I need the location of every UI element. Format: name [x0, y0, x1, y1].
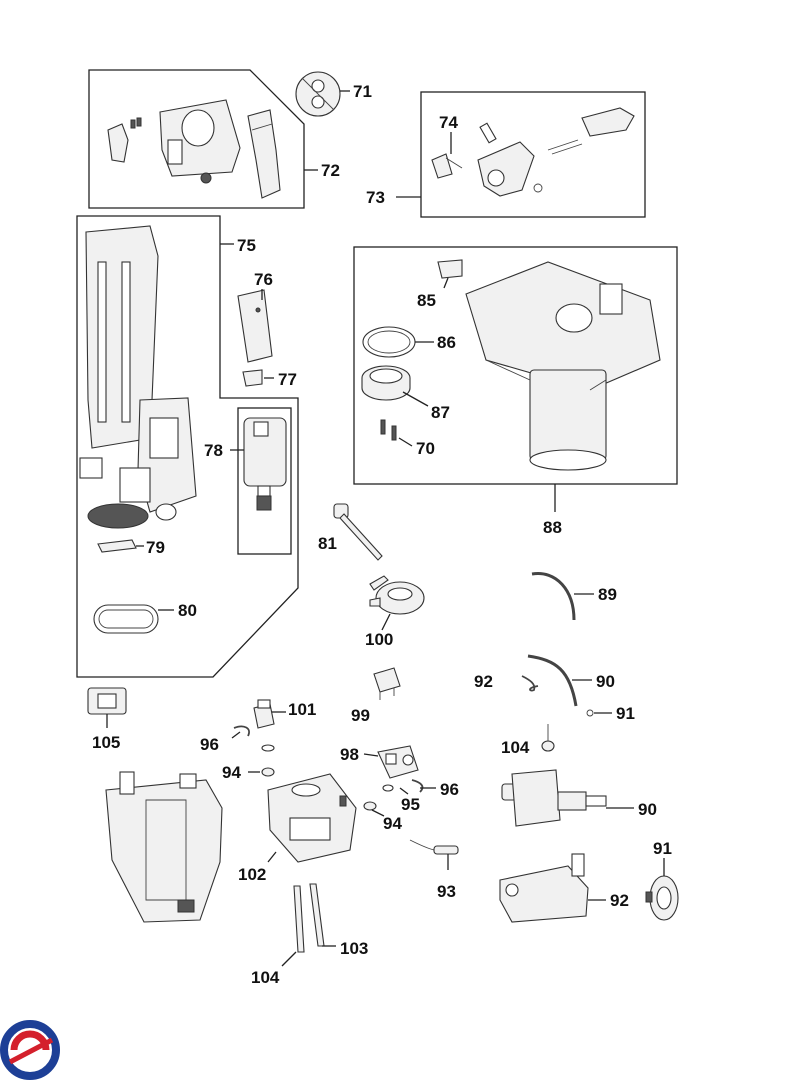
- callout-96-right: 96: [440, 780, 459, 799]
- part-72-housing: [159, 99, 241, 184]
- part-95-washer: [382, 784, 394, 792]
- callout-100: 101: [288, 700, 316, 719]
- part-94-seal-left: [261, 767, 275, 777]
- part-71-disc: [295, 71, 341, 117]
- part-80-belt: [93, 604, 159, 634]
- part-94-seal-right: [363, 801, 377, 811]
- callout-71: 71: [353, 82, 372, 101]
- group-box-85: [353, 246, 678, 485]
- callout-89: 92: [474, 672, 493, 691]
- part-85-brew-unit: [465, 261, 661, 471]
- callout-86: 89: [598, 585, 617, 604]
- callout-80: 80: [178, 601, 197, 620]
- part-77-clip: [242, 369, 263, 387]
- callout-90-label: 90: [638, 800, 657, 819]
- part-water-tank: [105, 771, 223, 923]
- callout-77: 77: [278, 370, 297, 389]
- callout-91: 91: [653, 839, 672, 858]
- part-89-clip: [521, 675, 539, 692]
- callout-96-left: 96: [200, 735, 219, 754]
- part-93-sensor-probe: [409, 839, 459, 855]
- part-78-motor: [243, 417, 287, 511]
- part-75-frame: [79, 225, 197, 529]
- callout-99: 100: [365, 630, 393, 649]
- group-box-78: [237, 407, 292, 555]
- callout-102: 102: [238, 865, 266, 884]
- callout-98: 99: [351, 706, 370, 725]
- part-82-clip: [437, 259, 463, 279]
- callout-94-right: 94: [383, 814, 402, 833]
- part-74-knob: [431, 153, 463, 179]
- callout-93: 93: [437, 882, 456, 901]
- callout-88: 91: [616, 704, 635, 723]
- callout-94-left: 94: [222, 763, 241, 782]
- part-101-fuse: [541, 724, 555, 752]
- callout-70: 70: [416, 439, 435, 458]
- group-box-75: [76, 215, 299, 678]
- callout-95: 95: [401, 795, 420, 814]
- part-94-washer-left: [261, 744, 275, 752]
- callout-85: 88: [543, 518, 562, 537]
- part-72-clips: [107, 117, 142, 163]
- part-86-hose: [531, 572, 576, 621]
- callout-105: 105: [92, 733, 120, 752]
- part-90-pump: [501, 769, 607, 827]
- part-83-ring: [362, 326, 416, 358]
- part-79-strip: [97, 539, 137, 553]
- part-105-bracket: [87, 687, 127, 715]
- part-104-rod: [293, 885, 305, 953]
- part-99-valve: [369, 575, 425, 615]
- part-76-plate: [237, 289, 273, 363]
- callout-83: 86: [437, 333, 456, 352]
- part-70-screws: [380, 419, 397, 441]
- callout-73: 73: [366, 188, 385, 207]
- callout-87: 90: [596, 672, 615, 691]
- callout-101: 104: [501, 738, 530, 757]
- part-84-filter: [361, 365, 411, 401]
- part-87-tube: [527, 654, 578, 707]
- part-72-handle: [247, 109, 281, 199]
- part-96-clip-right: [411, 779, 424, 793]
- part-96-clip-left: [233, 725, 250, 737]
- callout-72: 72: [321, 161, 340, 180]
- brand-logo: [0, 1020, 60, 1080]
- part-73-lever: [477, 107, 635, 197]
- callout-79: 79: [146, 538, 165, 557]
- part-81-rod: [333, 503, 383, 561]
- part-102-boiler: [267, 773, 357, 863]
- part-91-nut: [645, 875, 679, 921]
- callout-78: 78: [204, 441, 223, 460]
- group-box-73: [420, 91, 646, 218]
- callout-97: 98: [340, 745, 359, 764]
- callout-104: 104: [251, 968, 280, 987]
- callout-103: 103: [340, 939, 368, 958]
- part-97-valve-block: [377, 745, 419, 779]
- group-box-72: [88, 69, 305, 209]
- part-100-fitting: [253, 699, 275, 729]
- part-92-bracket: [499, 853, 589, 923]
- callout-75: 75: [237, 236, 256, 255]
- callout-76: 76: [254, 270, 273, 289]
- callout-92-label: 92: [610, 891, 629, 910]
- callout-74: 74: [439, 113, 458, 132]
- part-88-oring: [586, 709, 594, 717]
- part-98-sensor: [373, 667, 401, 700]
- callout-84: 87: [431, 403, 450, 422]
- callout-82: 85: [417, 291, 436, 310]
- part-103-rod: [309, 883, 325, 947]
- callout-81: 81: [318, 534, 337, 553]
